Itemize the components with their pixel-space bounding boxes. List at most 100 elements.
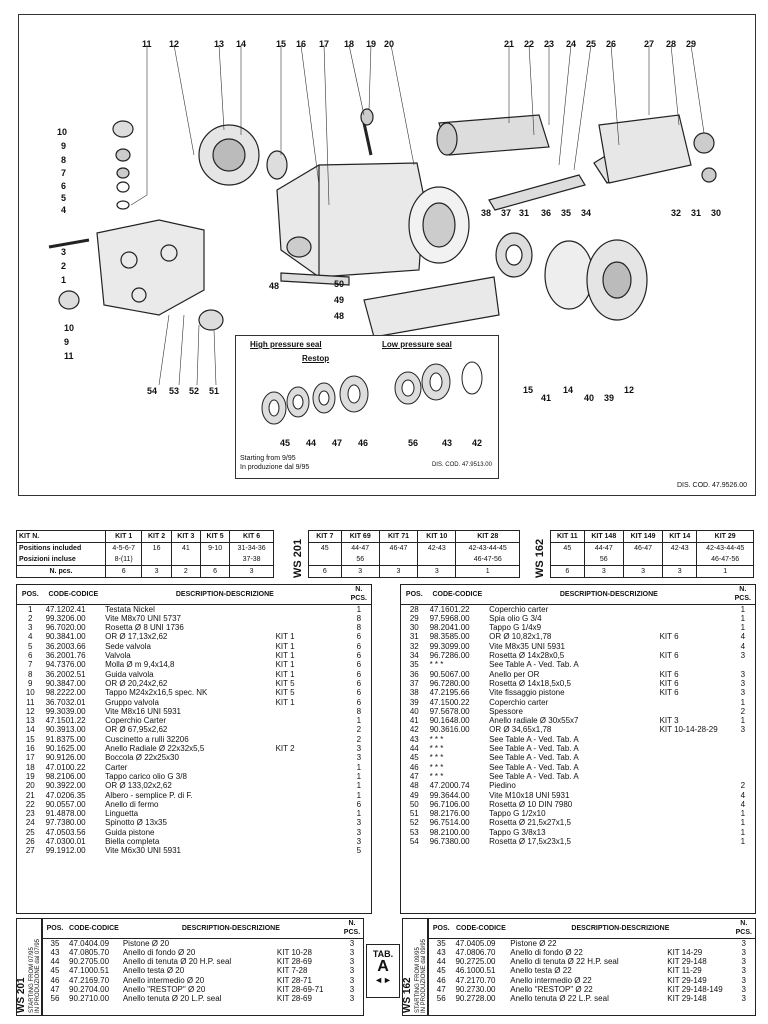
callout-49: 49: [334, 295, 345, 305]
part-description: Tappo G 1/4x9: [489, 623, 542, 633]
part-pos: 35: [409, 660, 419, 670]
callout-12b: 12: [624, 385, 635, 395]
part-code: * * *: [429, 744, 444, 754]
kit-cell: [662, 554, 698, 566]
part-qty: 1: [356, 809, 362, 819]
part-pos: 15: [25, 734, 35, 744]
kit-col: KIT 149: [622, 530, 664, 543]
ws162-kit-label: WS 162: [534, 530, 548, 580]
part-kit: KIT 14-29: [667, 947, 703, 957]
col-pos: POS.: [401, 585, 428, 605]
part-kit: [658, 604, 731, 614]
callout-38: 38: [481, 208, 492, 218]
kit-col: KIT 5: [199, 530, 231, 543]
kit-header: KIT N.: [16, 530, 106, 543]
part-code: 96.7286.00: [429, 651, 470, 661]
part-description: Anello intermedio Ø 22: [510, 975, 592, 985]
part-pos: 12: [25, 706, 35, 716]
kit-cell: 3: [583, 565, 624, 578]
callout-34: 34: [581, 208, 592, 218]
part-code: 90.2725.00: [455, 957, 496, 967]
part-pos: 13: [25, 716, 35, 726]
part-description: Anello di fondo Ø 20: [122, 947, 196, 957]
part-qty: 5: [356, 846, 362, 856]
part-kit: [658, 698, 731, 707]
part-pos: 11: [26, 697, 35, 707]
part-description: OR Ø 20,24x2,62: [105, 678, 168, 688]
col-pos: POS.: [17, 585, 44, 605]
part-code: * * *: [429, 734, 444, 744]
part-code: 96.7380.00: [429, 837, 470, 847]
callout-19: 19: [366, 39, 377, 49]
part-pos: 9: [28, 678, 33, 688]
callout-8: 8: [61, 155, 67, 165]
part-qty: 6: [356, 678, 362, 688]
part-description: Sede valvola: [105, 641, 151, 651]
kit-cell: 8-(11): [104, 554, 143, 566]
part-kit: KIT 29-148: [667, 957, 707, 967]
part-kit: KIT 11-29: [667, 966, 702, 976]
callout-17: 17: [319, 39, 330, 49]
part-kit: KIT 3: [659, 716, 679, 726]
callout-50: 50: [334, 279, 345, 289]
part-description: Vite M6x30 UNI 5931: [105, 846, 181, 856]
part-kit: KIT 2: [275, 744, 295, 754]
part-description: Rosetta Ø 10 DIN 7980: [489, 799, 573, 809]
part-qty: 1: [740, 623, 746, 633]
part-description: Guida valvola: [105, 669, 154, 679]
part-description: Tappo G 1/2x10: [489, 809, 546, 819]
callout-29: 29: [686, 39, 697, 49]
part-qty: 3: [741, 947, 746, 957]
callout-25: 25: [586, 39, 597, 49]
part-description: Vite M10x18 UNI 5931: [489, 790, 570, 800]
part-description: Biella completa: [105, 837, 160, 847]
part-code: 96.7106.00: [429, 799, 470, 809]
part-code: 96.7280.00: [429, 678, 470, 688]
kit-cell: 3: [417, 565, 457, 578]
part-kit: KIT 1: [275, 697, 295, 707]
part-qty: [731, 772, 755, 781]
part-code: 90.0557.00: [45, 799, 86, 809]
col-desc: DESCRIPTION-DESCRIZIONE: [120, 919, 341, 939]
part-qty: 3: [741, 994, 746, 1004]
part-code: 47.2000.74: [429, 781, 470, 791]
kit-cell: 45: [550, 542, 585, 554]
part-code: 90.1625.00: [45, 744, 86, 754]
kit-table-base: KIT N. KIT 1 KIT 2 KIT 3 KIT 5 KIT 6 Pos…: [16, 530, 274, 578]
kit-col: KIT 69: [340, 530, 380, 543]
part-code: 47.2195.66: [429, 688, 470, 698]
callout-1: 1: [61, 275, 67, 285]
part-code: 90.1648.00: [429, 716, 470, 726]
callout-32: 32: [671, 208, 682, 218]
part-code: 97.7380.00: [45, 818, 86, 828]
tab-letter: A: [377, 958, 389, 975]
callout-52: 52: [189, 386, 200, 396]
part-description: OR Ø 34,65x1,78: [489, 725, 552, 735]
part-qty: 3: [740, 669, 746, 679]
part-description: Anello di fermo: [105, 799, 159, 809]
part-kit: KIT 6: [659, 651, 679, 661]
part-qty: 1: [740, 837, 746, 847]
callout-6: 6: [61, 181, 67, 191]
part-description: Spia olio G 3/4: [489, 613, 542, 623]
part-code: 98.2106.00: [45, 771, 86, 781]
table-row: 35* * *See Table A - Ved. Tab. A: [401, 660, 755, 669]
part-description: Gruppo valvola: [105, 697, 159, 707]
inset-callout-56: 56: [408, 438, 419, 448]
col-pos: POS.: [43, 919, 68, 939]
table-a-ws162: POS. CODE-CODICE DESCRIPTION-DESCRIZIONE…: [428, 918, 756, 1016]
part-qty: 8: [356, 623, 362, 633]
callout-11: 11: [142, 39, 152, 49]
part-qty: 3: [349, 957, 355, 967]
kit-row-label: Posizioni incluse: [16, 554, 106, 566]
part-kit: KIT 10-28: [276, 947, 312, 957]
